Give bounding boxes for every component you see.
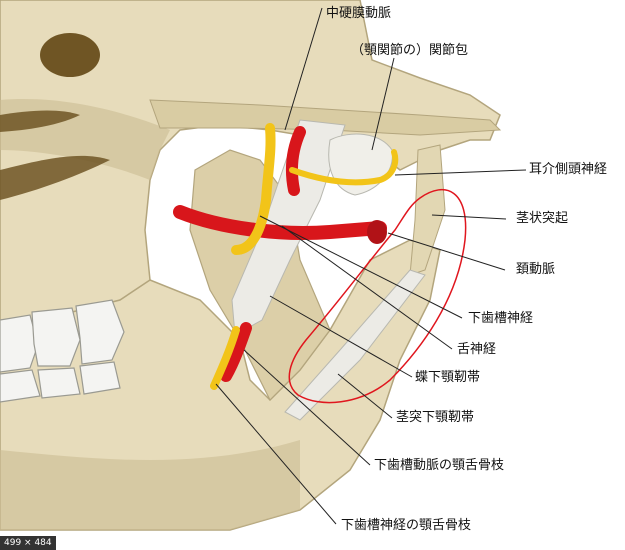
leader-lingual-nerve [281, 225, 453, 350]
leader-lines [215, 7, 527, 525]
joint-capsule-shape [328, 133, 393, 196]
label-mylohyoid-branch-artery: 下歯槽動脈の顎舌骨枝 [374, 458, 505, 473]
label-carotid-artery: 頚動脈 [516, 262, 556, 277]
leader-carotid [387, 232, 506, 271]
highlight-outline [288, 189, 467, 404]
orbit-cavity [40, 33, 100, 77]
label-auriculotemporal-nerve: 耳介側頭神経 [529, 162, 608, 177]
mandible-shadow [0, 440, 300, 530]
tooth-4 [0, 369, 41, 403]
tooth-2 [31, 307, 81, 367]
leader-middle-meningeal [284, 7, 323, 131]
label-inferior-alveolar-nerve: 下歯槽神経 [468, 311, 534, 326]
leader-inferior-alveolar-nerve [259, 215, 463, 319]
leader-styloid [431, 214, 507, 220]
tooth-6 [79, 361, 121, 395]
label-stylomandibular-ligament: 茎突下顎靭帯 [396, 410, 475, 425]
maxilla-dark-fissure [0, 155, 110, 200]
label-sphenomandibular-ligament: 蝶下顎靭帯 [415, 370, 481, 385]
zygomatic-arch [149, 99, 502, 136]
image-dimensions-badge: 499 × 484 [0, 536, 56, 550]
carotid-artery-end [367, 220, 387, 244]
tooth-5 [37, 367, 81, 399]
inferior-alveolar-artery [220, 322, 252, 382]
leader-mylohyoid-artery [243, 349, 371, 466]
label-joint-capsule: （顎関節の）関節包 [351, 43, 469, 58]
leader-joint-capsule [371, 57, 395, 151]
tooth-3 [75, 299, 125, 365]
teeth [0, 299, 125, 403]
leader-auriculotemporal [394, 169, 527, 176]
leader-sphenomandibular [269, 295, 413, 378]
mandibular-nerve-trunk [231, 123, 276, 255]
label-lingual-nerve: 舌神経 [457, 342, 497, 357]
leader-mylohyoid-nerve [215, 383, 337, 525]
auriculotemporal-nerve-shape [289, 149, 399, 186]
label-styloid-process: 茎状突起 [516, 211, 569, 226]
label-middle-meningeal-artery: 中硬膜動脈 [326, 6, 392, 21]
leader-stylomandibular [337, 373, 393, 419]
label-mylohyoid-branch-nerve: 下歯槽神経の顎舌骨枝 [341, 518, 472, 533]
styloid-process [409, 144, 446, 276]
middle-meningeal-artery [286, 126, 306, 196]
inferior-alveolar-nerve-shape [210, 326, 240, 390]
tooth-1 [0, 314, 39, 373]
maxilla-dark-fissure-2 [0, 110, 80, 132]
